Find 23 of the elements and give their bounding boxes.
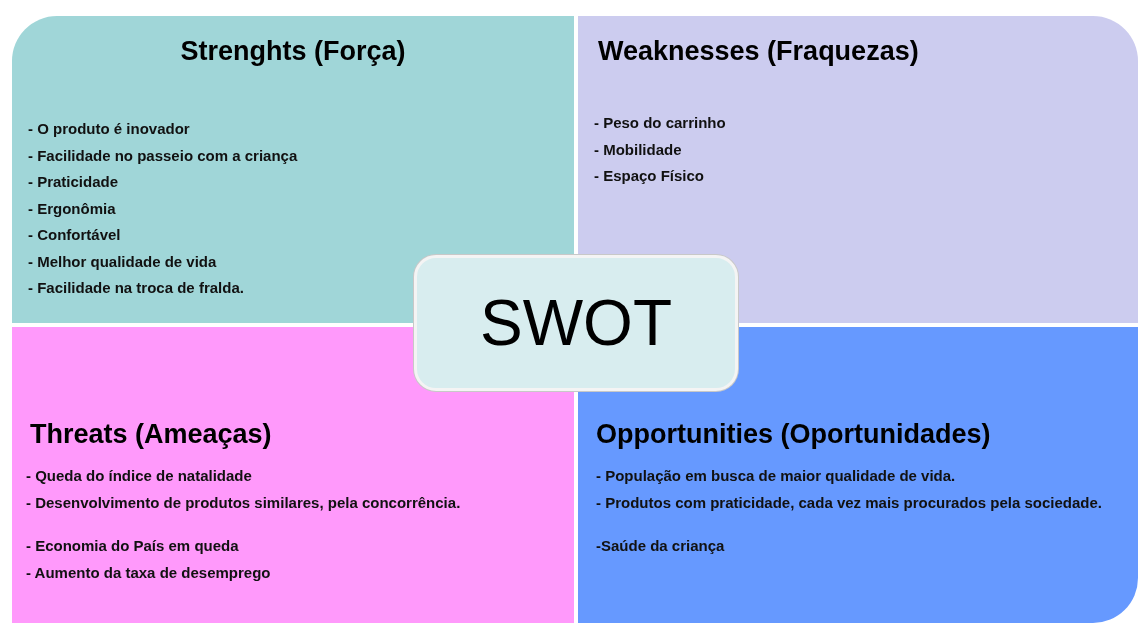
list-item: - Mobilidade [594,140,682,158]
list-item: - Peso do carrinho [594,114,726,131]
center-label-box [414,255,738,391]
list-item: -Saúde da criança [596,537,725,554]
list-item: - Economia do País em queda [26,537,239,554]
panel-heading: Threats (Ameaças) [30,419,272,450]
list-item: - Praticidade [28,173,119,190]
list-item: - Queda do índice de natalidade [26,467,252,484]
panel-heading: Weaknesses (Fraquezas) [598,36,919,67]
list-item: - O produto é inovador [28,120,190,137]
list-item: - Melhor qualidade de vida [28,252,217,270]
panel-heading: Strenghts (Força) [179,36,407,67]
list-item: - Confortável [28,226,121,243]
list-item: - Facilidade no passeio com a criança [28,146,298,164]
list-item: - População em busca de maior qualidade de vida. [596,467,956,484]
list-item: - Desenvolvimento de produtos similares, pela concorrência. [26,493,461,511]
center-title: SWOT [480,286,672,360]
list-item: - Ergonômia [28,199,116,217]
panel-heading: Opportunities (Oportunidades) [596,419,991,450]
list-item: - Espaço Físico [594,167,705,184]
list-item: - Produtos com praticidade, cada vez mais procurados pela sociedade. [596,493,1102,511]
list-item: - Facilidade na troca de fralda. [28,279,244,296]
list-item: - Aumento da taxa de desemprego [26,563,271,581]
